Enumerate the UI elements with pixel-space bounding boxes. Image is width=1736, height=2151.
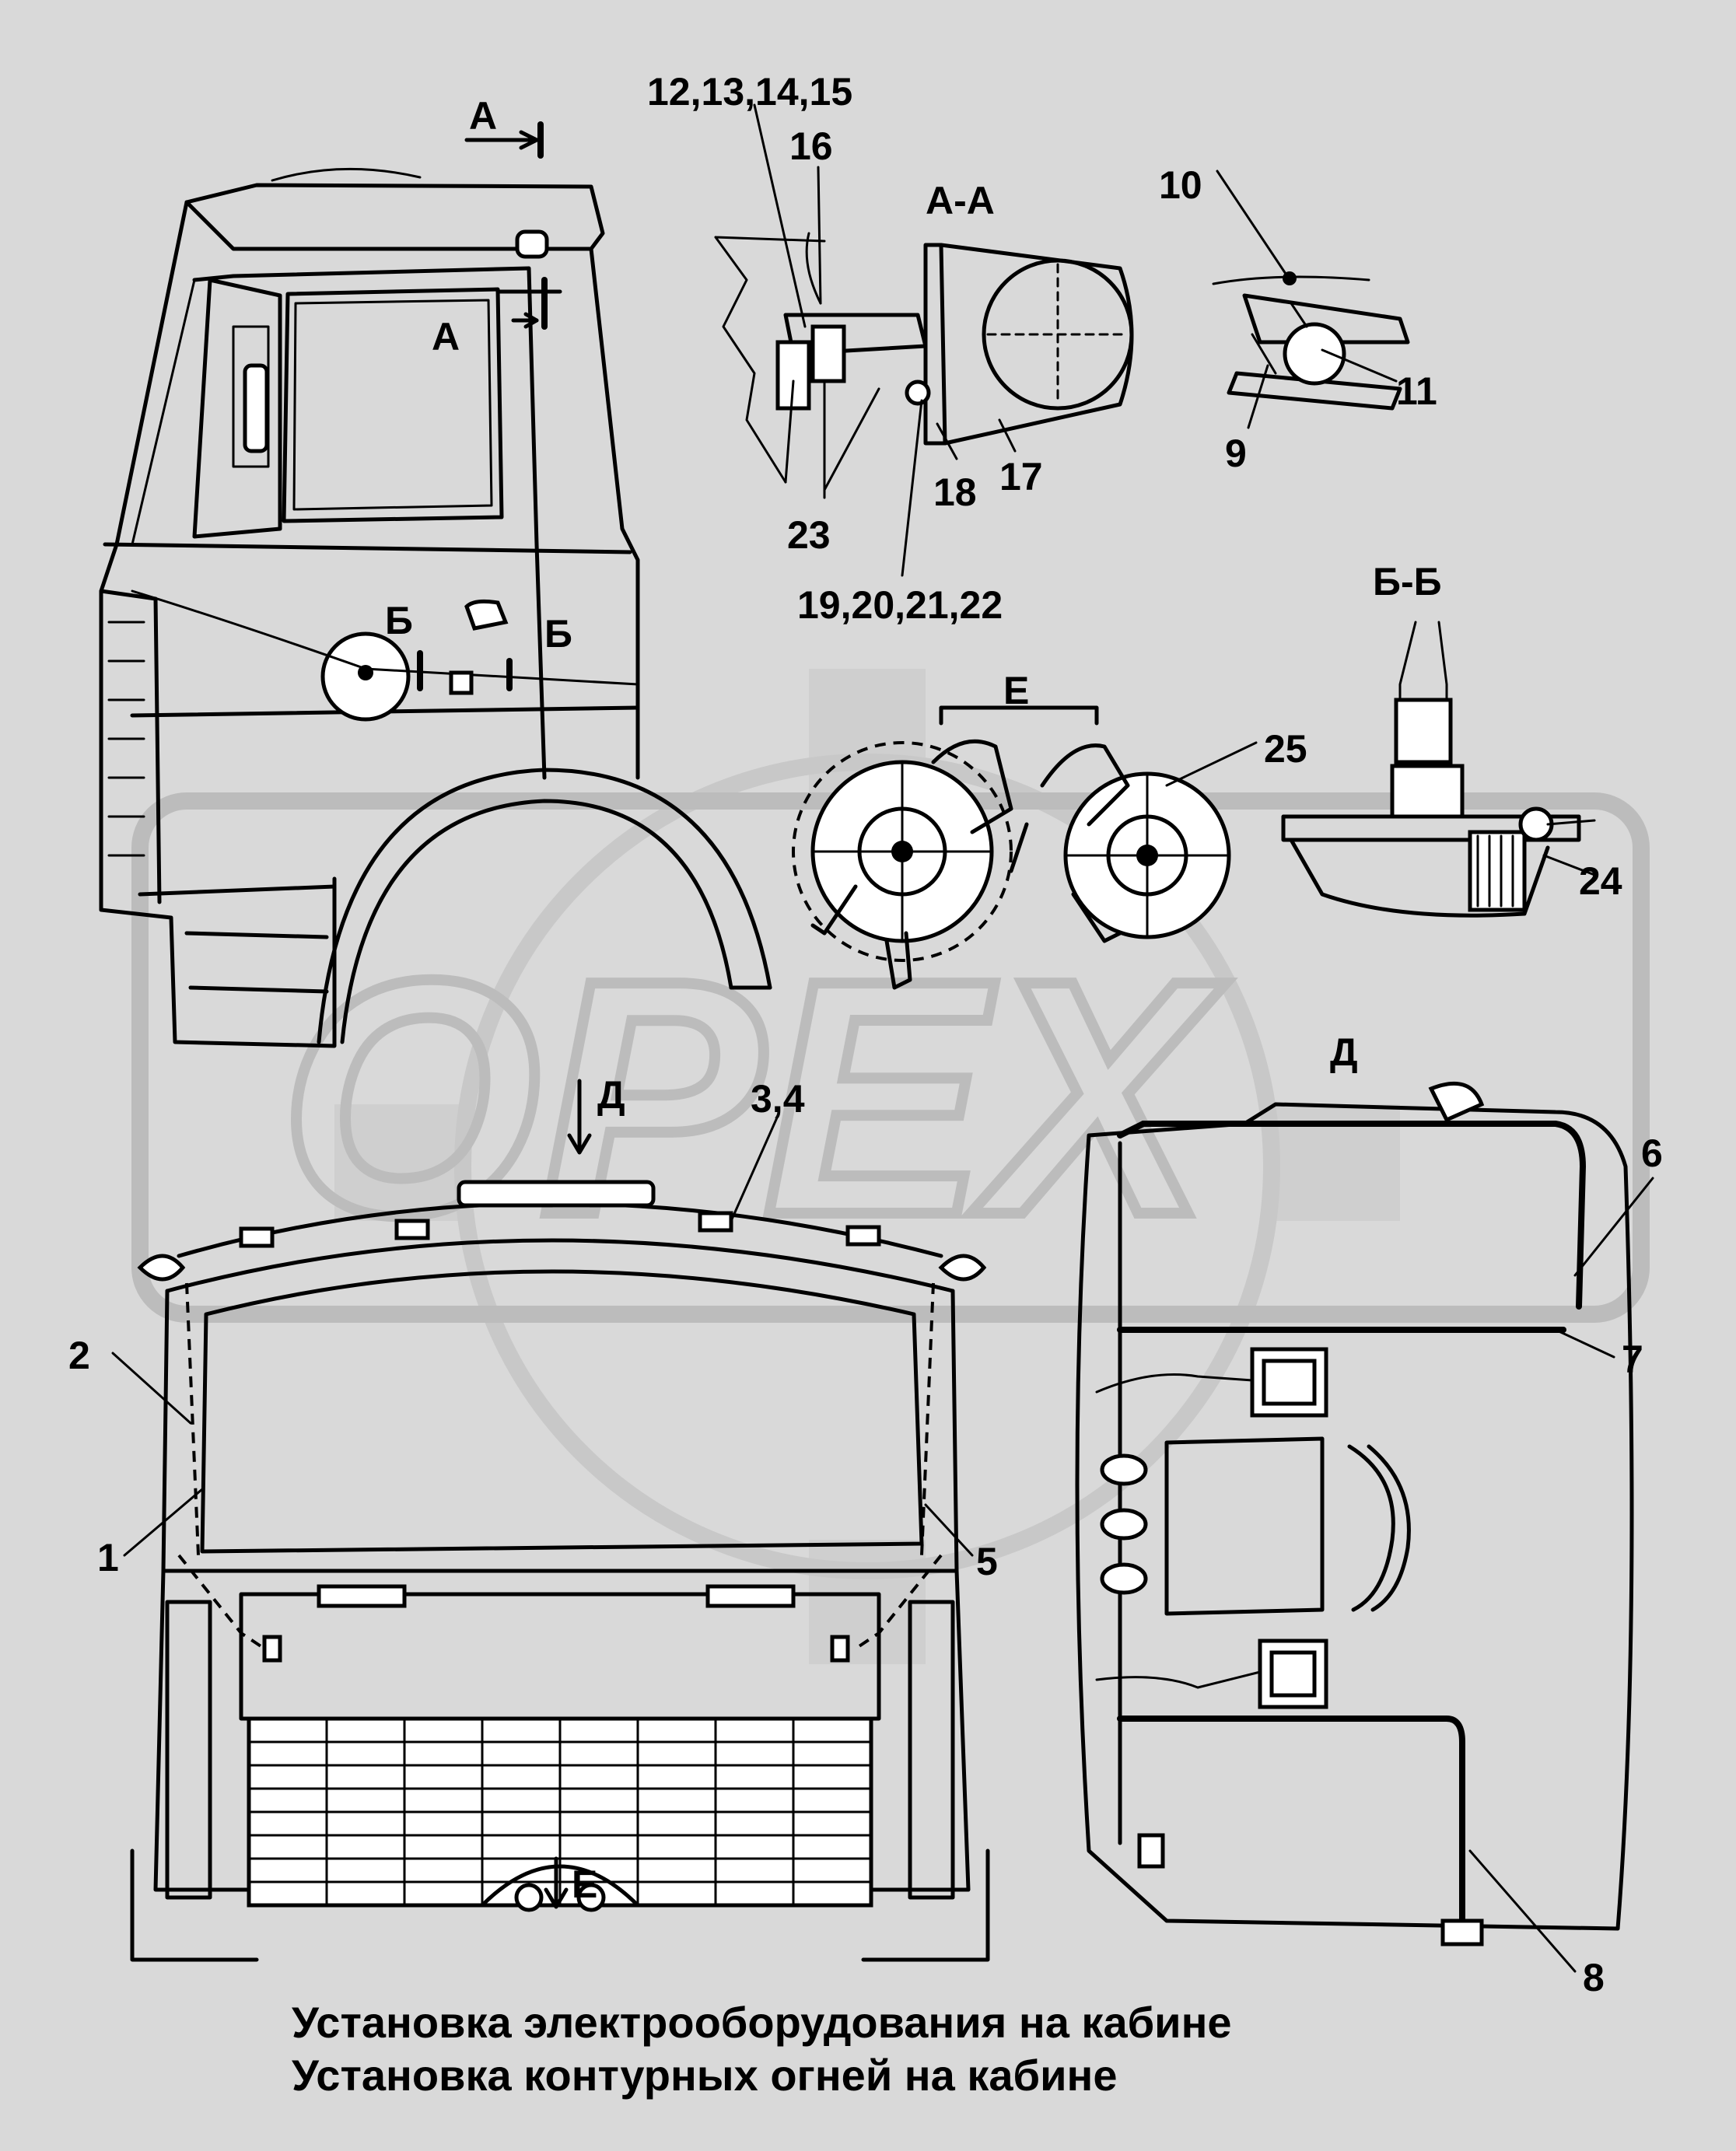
leader-3-4 [730, 1114, 779, 1222]
leader-5 [924, 1503, 974, 1557]
callout-8: 8 [1583, 1956, 1605, 1999]
callout-24: 24 [1579, 859, 1622, 903]
callout-25: 25 [1264, 727, 1307, 771]
leader-17 [998, 418, 1017, 453]
watermark-text: OPEX [280, 911, 1227, 1285]
callout-16: 16 [789, 124, 833, 168]
section-e-top-label: Е [1003, 669, 1029, 712]
callout-17: 17 [999, 455, 1043, 498]
callout-2: 2 [68, 1334, 90, 1377]
section-aa-label: А-А [926, 179, 995, 222]
leader-7 [1554, 1328, 1615, 1359]
callout-12-15: 12,13,14,15 [647, 70, 852, 114]
callout-7: 7 [1622, 1338, 1643, 1381]
view-d-side-panel [1075, 1081, 1634, 1946]
horns-detail-e [792, 705, 1231, 990]
callout-10: 10 [1159, 163, 1202, 207]
callout-23: 23 [787, 513, 831, 557]
leader-16 [817, 166, 822, 305]
section-b-left-label: Б [385, 599, 413, 642]
section-bb-label: Б-Б [1373, 560, 1442, 603]
section-a-side-label: А [432, 315, 460, 358]
section-a-top-label: А [469, 94, 497, 138]
section-d-side-label: Д [1330, 1030, 1358, 1074]
leader-9 [1247, 364, 1269, 429]
section-b-right-label: Б [544, 612, 572, 656]
cab-front-view [130, 1180, 990, 1962]
leader-25 [1165, 741, 1258, 787]
leader-23 [823, 387, 880, 491]
caption-line-2: Установка контурных огней на кабине [292, 2051, 1117, 2100]
callout-9: 9 [1225, 432, 1247, 475]
caption-line-1: Установка электрооборудования на кабине [292, 1998, 1232, 2047]
section-d-front-label: Д [597, 1073, 625, 1117]
callout-3-4: 3,4 [751, 1077, 805, 1121]
callout-11: 11 [1396, 369, 1437, 413]
leader-19-22 [901, 399, 923, 577]
section-bb-detail [1281, 621, 1596, 918]
callout-1: 1 [97, 1536, 119, 1579]
marker-lamp-detail [1212, 271, 1410, 411]
leader-18 [936, 422, 958, 460]
callout-6: 6 [1641, 1131, 1663, 1175]
leader-2 [111, 1352, 192, 1425]
callout-19-22: 19,20,21,22 [797, 583, 1003, 627]
callout-5: 5 [976, 1540, 998, 1583]
leader-10 [1216, 170, 1289, 278]
leader-12-15 [753, 103, 807, 328]
cab-side-view [99, 121, 772, 1048]
leader-24 [1542, 854, 1596, 876]
leader-8 [1468, 1849, 1577, 1973]
section-aa-detail [714, 232, 1134, 499]
section-e-bottom-label: Е [572, 1862, 597, 1906]
callout-18: 18 [933, 470, 977, 514]
leader-6 [1573, 1177, 1654, 1277]
leader-1 [123, 1488, 204, 1557]
leader-11 [1321, 348, 1398, 383]
